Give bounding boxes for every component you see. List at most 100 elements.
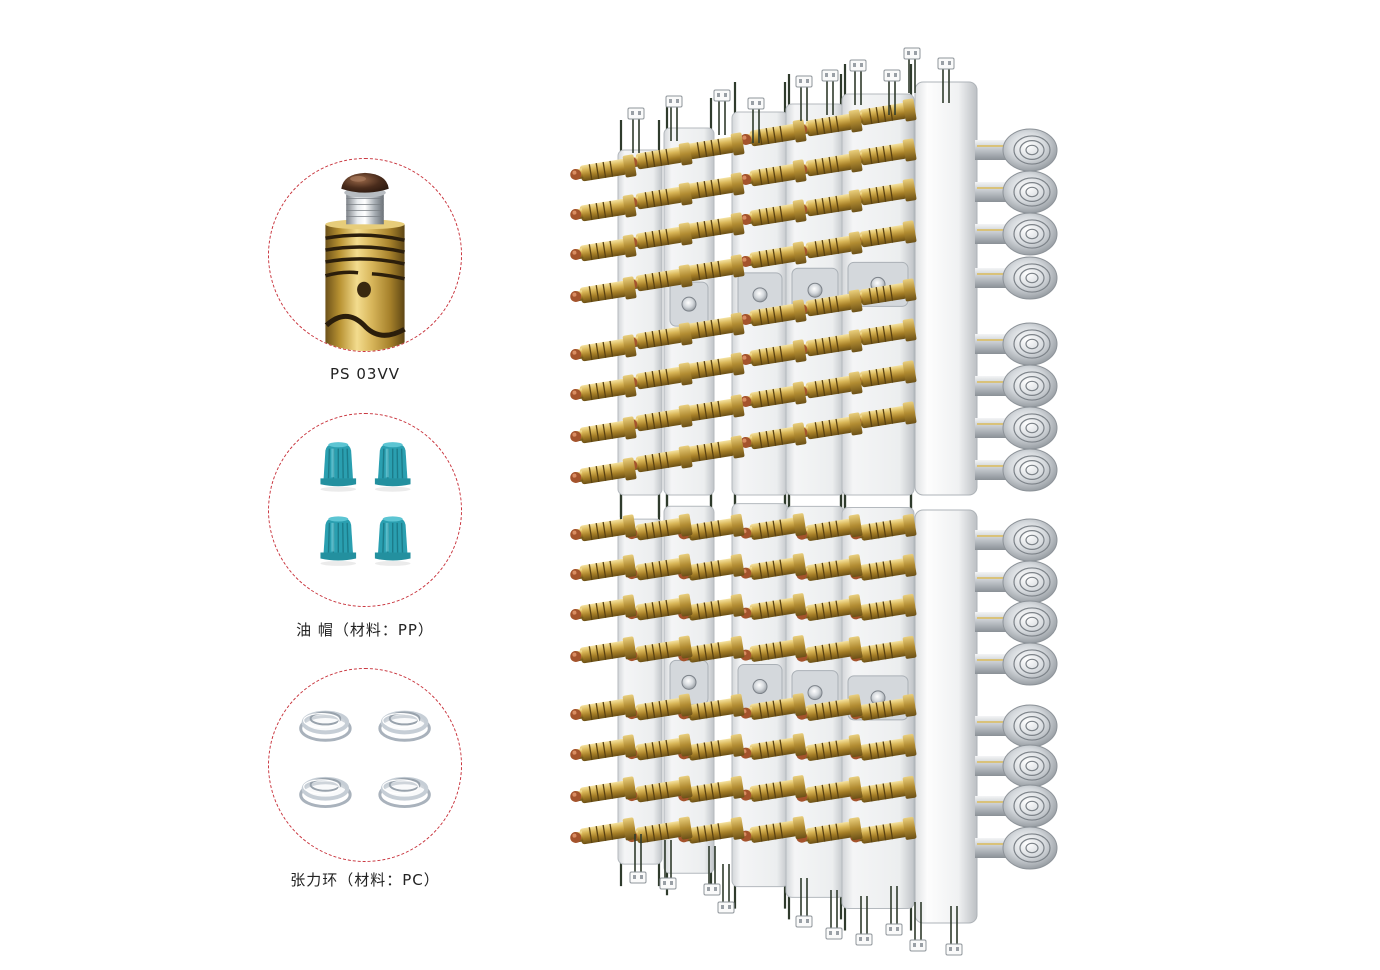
nozzle-hex-nut	[622, 234, 637, 258]
spring-guide	[975, 796, 1007, 816]
nozzle-groove	[889, 520, 894, 537]
connector-pin	[914, 51, 917, 55]
nozzle-groove	[609, 340, 614, 357]
nozzle-groove	[882, 824, 887, 841]
disc-spring	[1002, 256, 1058, 300]
nozzle-groove	[644, 274, 649, 291]
nozzle-hex-nut	[848, 231, 863, 255]
nozzle-groove	[665, 739, 670, 756]
nozzle-groove	[758, 825, 763, 842]
nozzle-groove	[779, 247, 784, 264]
nozzle-groove	[703, 702, 708, 719]
nozzle-hex-nut	[902, 775, 917, 799]
nozzle-groove	[651, 602, 656, 619]
nozzle-groove	[595, 163, 600, 180]
brass-nozzle	[570, 276, 637, 304]
cap-highlight	[385, 522, 389, 552]
nozzle-groove	[875, 287, 880, 304]
spring-ring	[1013, 567, 1051, 597]
nozzle-groove	[602, 283, 607, 300]
nozzle-groove	[609, 600, 614, 617]
nozzle-groove	[710, 824, 715, 841]
wire-connector	[713, 89, 731, 102]
nozzle-hex-nut	[622, 554, 637, 578]
spring-guide	[975, 268, 1007, 288]
nozzle-groove	[835, 237, 840, 254]
nozzle-groove	[717, 700, 722, 717]
disc-spring	[1002, 704, 1058, 748]
spring-guide	[975, 572, 1007, 592]
spring-ring	[1025, 186, 1039, 198]
plate-bolt	[752, 287, 768, 303]
connector-pin	[631, 111, 634, 115]
nozzle-groove	[814, 645, 819, 662]
nozzle-groove	[609, 782, 614, 799]
connector-pin	[894, 73, 897, 77]
nozzle-hex-nut	[678, 142, 693, 166]
nozzle-groove	[779, 599, 784, 616]
nozzle-groove	[772, 248, 777, 265]
spring-ring	[1013, 329, 1051, 359]
nozzle-groove	[828, 701, 833, 718]
spring-ring	[1019, 334, 1045, 354]
nozzle-hex-nut	[622, 374, 637, 398]
nozzle-hex-nut	[622, 276, 637, 300]
nozzle-hex-nut	[730, 635, 745, 659]
nozzle-groove	[835, 823, 840, 840]
spring-guide	[975, 716, 1007, 736]
nozzle-groove	[875, 522, 880, 539]
connector-pin	[859, 937, 862, 941]
nozzle-groove	[821, 158, 826, 175]
nozzle-groove	[602, 161, 607, 178]
wire-connector	[945, 943, 963, 956]
nozzle-groove	[651, 742, 656, 759]
brass-nozzle	[740, 159, 807, 187]
ring-inner	[309, 711, 342, 726]
tip-highlight	[742, 257, 747, 262]
nozzle-hex-nut	[902, 816, 917, 840]
nozzle-hex-nut	[792, 513, 807, 537]
nozzle-hex-nut	[678, 816, 693, 840]
nozzle-groove	[658, 149, 663, 166]
nozzle-groove	[814, 422, 819, 439]
wire-connector	[825, 927, 843, 940]
nozzle-groove	[609, 823, 614, 840]
nozzle-hex-nut	[678, 222, 693, 246]
wire-connector	[855, 933, 873, 946]
nozzle-groove	[868, 230, 873, 247]
nozzle-groove	[835, 335, 840, 352]
nozzle-groove	[710, 643, 715, 660]
nozzle-groove	[758, 784, 763, 801]
tension-ring	[378, 710, 431, 742]
nozzle-groove	[758, 432, 763, 449]
nozzle-groove	[658, 452, 663, 469]
nozzle-groove	[828, 601, 833, 618]
nozzle-groove	[821, 380, 826, 397]
nozzle-groove	[717, 642, 722, 659]
disc-spring	[1002, 600, 1058, 644]
nozzle-groove	[602, 601, 607, 618]
connector-pin	[663, 881, 666, 885]
nozzle-hex-nut	[730, 733, 745, 757]
nozzle-groove	[602, 241, 607, 258]
tension-ring	[299, 776, 352, 809]
nozzle-groove	[779, 165, 784, 182]
nozzle-groove	[717, 782, 722, 799]
disc-spring	[1002, 364, 1058, 408]
nozzle-hex-nut	[902, 733, 917, 757]
nozzle-groove	[828, 824, 833, 841]
brass-nozzle	[796, 149, 863, 177]
nozzle-groove	[609, 160, 614, 177]
nozzle-groove	[651, 191, 656, 208]
nozzle-groove	[703, 444, 708, 461]
nozzle-hex-nut	[902, 593, 917, 617]
nozzle-groove	[696, 222, 701, 239]
nozzle-hex-nut	[678, 362, 693, 386]
spring-ring	[1019, 268, 1045, 288]
nozzle-groove	[814, 381, 819, 398]
nozzle-groove	[651, 231, 656, 248]
nozzle-groove	[889, 560, 894, 577]
nozzle-groove	[835, 782, 840, 799]
nozzle-groove	[835, 377, 840, 394]
nozzle-hex-nut	[792, 693, 807, 717]
